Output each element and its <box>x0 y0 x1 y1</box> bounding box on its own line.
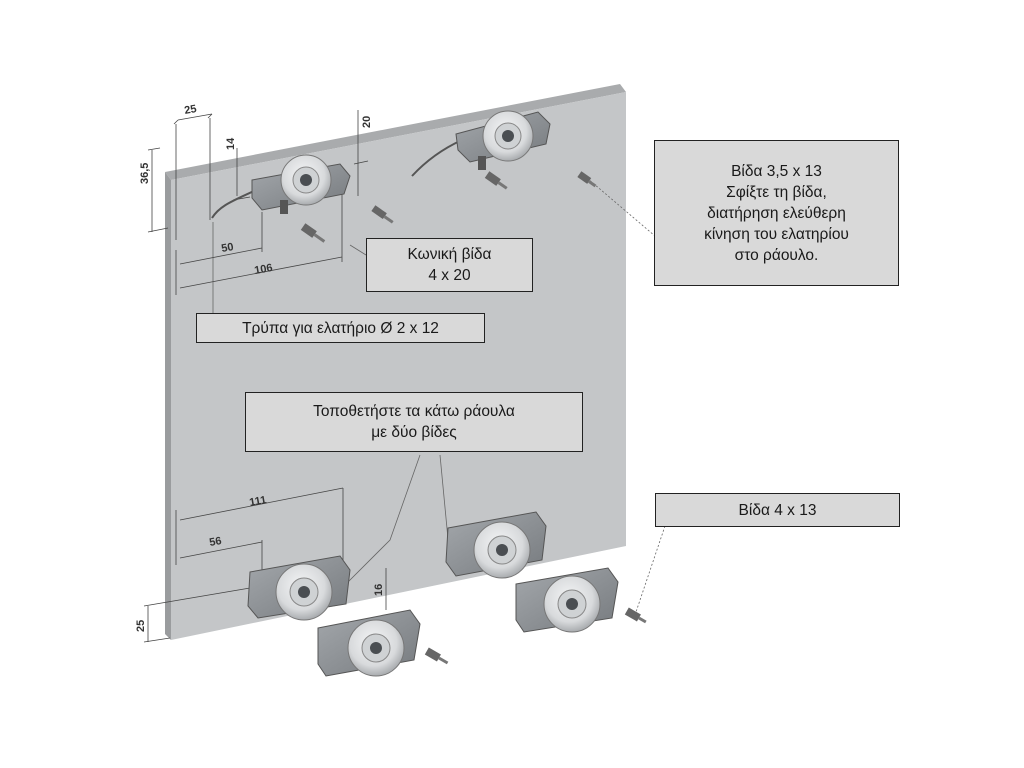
dim-20: 20 <box>361 116 373 128</box>
screw-icon <box>577 171 597 188</box>
callout-line: Σφίξτε τη βίδα, <box>726 183 827 201</box>
panel-left-edge <box>165 172 171 640</box>
dim-16: 16 <box>373 584 385 596</box>
callout-line: κίνηση του ελατηρίου <box>704 225 849 243</box>
lower-roller-right <box>445 511 647 633</box>
screw-icon <box>484 171 508 190</box>
screw-icon <box>300 223 326 243</box>
callout-spring-hole: Τρύπα για ελατήριο Ø 2 x 12 <box>196 313 485 343</box>
callout-screw-4x13: Βίδα 4 x 13 <box>655 493 900 527</box>
dim-111: 111 <box>248 494 267 509</box>
dim-106: 106 <box>253 262 273 277</box>
callout-lower-rollers: Τοποθετήστε τα κάτω ράουλα με δύο βίδες <box>245 392 583 452</box>
dim-36-5: 36,5 <box>139 163 151 184</box>
callout-line: Βίδα 4 x 13 <box>738 501 817 519</box>
callout-screw-3-5x13: Βίδα 3,5 x 13 Σφίξτε τη βίδα, διατήρηση … <box>654 140 899 286</box>
panel-face <box>171 92 626 640</box>
door-panel <box>165 84 626 640</box>
callout-line: Κωνική βίδα <box>407 246 492 263</box>
lower-roller-left <box>247 555 449 677</box>
spring-wire <box>211 189 257 219</box>
dim-50: 50 <box>220 241 234 255</box>
callout-line: με δύο βίδες <box>371 424 457 441</box>
screw-icon <box>624 607 647 624</box>
callout-line: Βίδα 3,5 x 13 <box>731 162 822 180</box>
callout-line: Τοποθετήστε τα κάτω ράουλα <box>313 403 515 420</box>
callout-line: διατήρηση ελεύθερη <box>707 204 846 222</box>
dimension-lines <box>143 110 387 643</box>
callout-line: Τρύπα για ελατήριο Ø 2 x 12 <box>242 319 439 337</box>
panel-top-edge <box>165 84 626 180</box>
upper-roller-left <box>211 154 394 243</box>
dim-14: 14 <box>225 137 237 150</box>
dim-56: 56 <box>208 535 222 549</box>
dim-25-top: 25 <box>183 103 197 117</box>
dim-25-bottom: 25 <box>135 620 147 632</box>
screw-icon <box>371 205 394 224</box>
callout-line: 4 x 20 <box>428 267 471 284</box>
callout-line: στο ράουλο. <box>734 246 819 264</box>
upper-roller-right <box>411 110 597 190</box>
callout-conical-screw: Κωνική βίδα 4 x 20 <box>366 238 533 292</box>
screw-icon <box>424 647 449 665</box>
